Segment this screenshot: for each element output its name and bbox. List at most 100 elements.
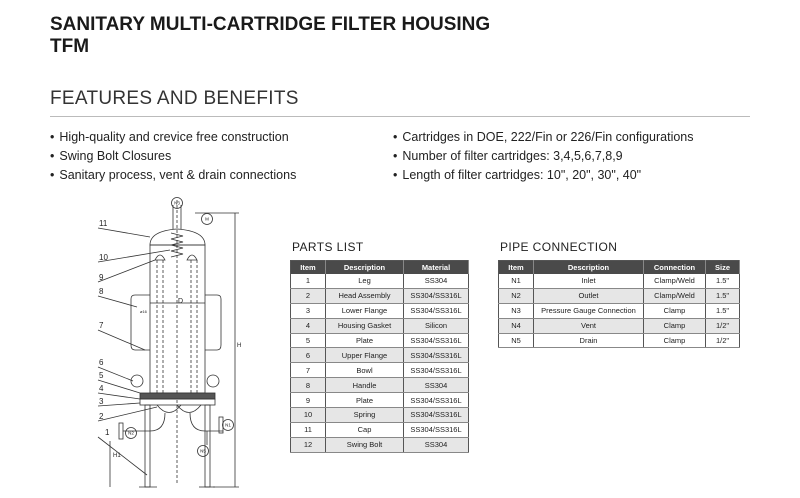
table-cell: SS304/SS316L — [403, 303, 469, 319]
divider — [50, 116, 750, 117]
col-header: Item — [290, 260, 326, 274]
table-cell: 4 — [290, 318, 326, 334]
vessel — [149, 200, 206, 485]
table-cell: N5 — [498, 333, 534, 349]
table-cell: Plate — [325, 333, 404, 349]
table-cell: Spring — [325, 407, 404, 423]
table-cell: SS304/SS316L — [403, 407, 469, 423]
table-cell: Clamp — [643, 303, 706, 319]
col-header: Description — [325, 260, 404, 274]
parts-list-heading: PARTS LIST — [292, 240, 364, 254]
table-cell: Clamp — [643, 318, 706, 334]
pipe-connection-heading: PIPE CONNECTION — [500, 240, 618, 254]
table-cell: Outlet — [533, 288, 644, 304]
table-cell: 10 — [290, 407, 326, 423]
features-right-list: Cartridges in DOE, 222/Fin or 226/Fin co… — [393, 128, 694, 185]
table-cell: Clamp/Weld — [643, 274, 706, 289]
model-name: TFM — [50, 36, 90, 57]
callout-1: 1 — [105, 428, 110, 437]
callout-leaders — [97, 227, 171, 476]
callout-10: 10 — [99, 253, 108, 262]
table-cell: Swing Bolt — [325, 437, 404, 453]
feature-item: Number of filter cartridges: 3,4,5,6,7,8… — [393, 147, 694, 166]
dim-d: D — [178, 298, 183, 305]
table-cell: N4 — [498, 318, 534, 334]
features-left-list: High-quality and crevice free constructi… — [50, 128, 296, 185]
table-cell: Bowl — [325, 362, 404, 379]
features-heading: FEATURES AND BENEFITS — [50, 88, 299, 109]
table-cell: Silicon — [403, 318, 469, 334]
callout-2: 2 — [99, 412, 104, 421]
table-cell: N3 — [498, 303, 534, 319]
page-title: SANITARY MULTI-CARTRIDGE FILTER HOUSING — [50, 14, 491, 35]
table-cell: Upper Flange — [325, 347, 404, 364]
feature-item: Cartridges in DOE, 222/Fin or 226/Fin co… — [393, 128, 693, 147]
callout-7: 7 — [99, 321, 104, 330]
filter-housing-drawing: 11 10 9 8 7 6 5 4 3 2 1 D H H1 ø16 N3 M … — [97, 197, 241, 488]
table-cell: SS304/SS316L — [403, 422, 469, 438]
table-cell: Inlet — [533, 274, 644, 289]
table-cell: SS304/SS316L — [403, 333, 469, 349]
table-cell: N2 — [498, 288, 534, 304]
callout-6: 6 — [99, 358, 104, 367]
table-cell: 5 — [290, 333, 326, 349]
callout-8: 8 — [99, 287, 104, 296]
callout-5: 5 — [99, 371, 104, 380]
table-cell: N1 — [498, 274, 534, 289]
table-cell: 8 — [290, 377, 326, 394]
callout-11: 11 — [99, 219, 108, 228]
callout-3: 3 — [99, 397, 104, 406]
table-cell: Clamp — [643, 333, 706, 349]
col-header: Description — [533, 260, 644, 274]
table-cell: Pressure Gauge Connection — [533, 303, 644, 319]
col-header: Item — [498, 260, 534, 274]
table-cell: 12 — [290, 437, 326, 453]
table-cell: 6 — [290, 347, 326, 364]
legs — [109, 212, 239, 488]
table-cell: 1.5" — [705, 303, 740, 319]
feature-item: Sanitary process, vent & drain connectio… — [50, 166, 296, 185]
table-cell: 1/2" — [705, 333, 740, 349]
table-cell: SS304/SS316L — [403, 392, 469, 409]
table-cell: Head Assembly — [325, 288, 404, 304]
table-cell: SS304/SS316L — [403, 347, 469, 364]
table-cell: 2 — [290, 288, 326, 304]
table-cell: SS304 — [403, 377, 469, 394]
nozzle-n3-label: N3 — [174, 201, 180, 206]
handles — [130, 294, 222, 351]
col-header: Connection — [643, 260, 706, 274]
callout-4: 4 — [99, 384, 104, 393]
table-cell: Cap — [325, 422, 404, 438]
table-cell: 9 — [290, 392, 326, 409]
table-cell: 1 — [290, 274, 326, 289]
dim-h1: H1 — [113, 453, 121, 459]
table-cell: 11 — [290, 422, 326, 438]
table-cell: Vent — [533, 318, 644, 334]
feature-item: High-quality and crevice free constructi… — [50, 128, 296, 147]
flanges-and-clamps — [118, 374, 224, 445]
col-header: Material — [403, 260, 469, 274]
nozzle-m-label: M — [205, 217, 209, 222]
table-cell: Leg — [325, 274, 404, 289]
feature-item: Swing Bolt Closures — [50, 147, 296, 166]
dim-h: H — [237, 343, 241, 349]
table-cell: SS304 — [403, 437, 469, 453]
nozzle-n2-label: N2 — [128, 431, 134, 436]
table-cell: Drain — [533, 333, 644, 349]
table-cell: SS304 — [403, 274, 469, 289]
